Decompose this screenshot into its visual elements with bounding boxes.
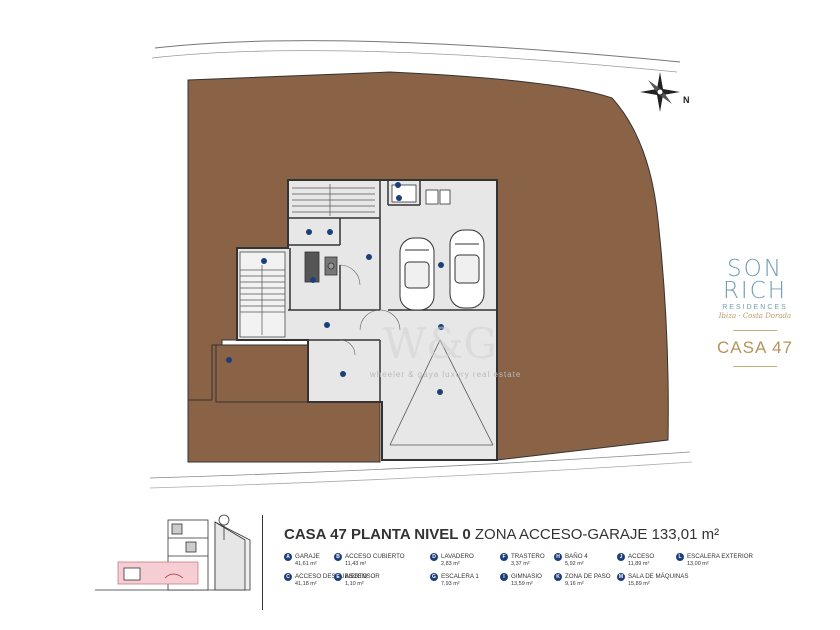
legend-marker: D xyxy=(430,553,438,561)
legend-room-area: 1,10 m² xyxy=(345,581,364,587)
legend-marker: J xyxy=(617,553,625,561)
legend-room-name: ACCESO CUBIERTO xyxy=(345,553,405,560)
legend-room-name: SALA DE MÁQUINAS xyxy=(628,573,689,580)
legend-marker: A xyxy=(284,553,292,561)
road-curve-top-inner xyxy=(151,50,678,73)
interior-walls xyxy=(288,180,497,460)
legend-room-name: GARAJE xyxy=(295,553,320,560)
legend-marker: H xyxy=(554,553,562,561)
room-marker-b xyxy=(438,324,444,330)
legend-room-area: 3,37 m² xyxy=(511,561,530,567)
plan-title-rest: ZONA ACCESO-GARAJE 133,01 m² xyxy=(470,526,720,543)
terrain-strip xyxy=(215,344,309,403)
car-left xyxy=(399,237,435,311)
room-marker-d xyxy=(396,195,402,201)
access-ramp xyxy=(389,339,494,446)
legend-room-area: 15,89 m² xyxy=(628,581,650,587)
legend-marker: K xyxy=(554,573,562,581)
legend-marker: I xyxy=(500,573,508,581)
legend-marker: G xyxy=(430,573,438,581)
brand-signature: Ibiza · Costa Dorada xyxy=(718,312,792,320)
road-curve-bottom xyxy=(149,451,691,479)
room-markers xyxy=(226,182,444,395)
watermark-initials: W&G xyxy=(383,319,497,368)
legend-room-area: 2,83 m² xyxy=(441,561,460,567)
legend-marker: E xyxy=(334,573,342,581)
legend-marker: L xyxy=(676,553,684,561)
compass-north-label: N xyxy=(683,95,690,105)
legend-room-name: ACCESO DESCUBIERTO xyxy=(295,573,368,580)
legend-room-area: 9,16 m² xyxy=(565,581,584,587)
room-marker-c xyxy=(438,262,444,268)
room-marker-k xyxy=(324,322,330,328)
legend-room-area: 11,89 m² xyxy=(628,561,650,567)
gym-equipment xyxy=(304,251,338,283)
legend-marker: C xyxy=(284,573,292,581)
plan-title: CASA 47 PLANTA NIVEL 0 ZONA ACCESO-GARAJ… xyxy=(284,526,719,543)
watermark-text: wheeler & gaya luxury real estate xyxy=(370,370,522,379)
section-divider xyxy=(262,515,263,610)
legend-room-name: ESCALERA EXTERIOR xyxy=(687,553,754,560)
brand-subtitle: RESIDENCES xyxy=(722,304,788,311)
legend-room-name: LAVADERO xyxy=(441,553,474,560)
room-marker-i xyxy=(310,277,316,283)
legend-room-name: ACCESO xyxy=(628,553,655,560)
room-marker-g xyxy=(261,258,267,264)
room-marker-a xyxy=(437,389,443,395)
room-marker-h xyxy=(327,229,333,235)
legend-room-area: 41,61 m² xyxy=(295,561,317,567)
compass-icon xyxy=(640,72,680,112)
legend-room-name: GIMNASIO xyxy=(511,573,542,580)
legend-room-name: ZONA DE PASO xyxy=(565,573,611,580)
brand-line1: SON xyxy=(727,256,783,282)
legend-room-area: 7,93 m² xyxy=(441,581,460,587)
legend-marker: M xyxy=(617,573,625,581)
stairs xyxy=(239,184,375,338)
legend-marker: B xyxy=(334,553,342,561)
section-thumbnail xyxy=(95,514,251,591)
legend-room-name: ESCALERA 1 xyxy=(441,573,479,580)
legend-room-area: 41,18 m² xyxy=(295,581,317,587)
house-divider-bottom xyxy=(733,366,777,367)
road-curve-bottom-2 xyxy=(149,461,693,489)
brand-logo: SON RICH RESIDENCES Ibiza · Costa Dorada xyxy=(705,256,805,321)
legend-room-name: ASCENSOR xyxy=(345,573,380,580)
legend-room-name: TRASTERO xyxy=(511,553,545,560)
legend-marker: F xyxy=(500,553,508,561)
brand-line2: RICH xyxy=(722,278,788,304)
room-marker-j xyxy=(366,254,372,260)
house-label: CASA 47 xyxy=(717,338,793,357)
legend-room-area: 13,59 m² xyxy=(511,581,533,587)
house-divider-top xyxy=(733,330,777,331)
legend-room-name: BAÑO 4 xyxy=(565,553,588,560)
room-marker-m xyxy=(340,371,346,377)
road-curve-top xyxy=(154,40,681,63)
legend-room-area: 11,43 m² xyxy=(345,561,367,567)
room-marker-e xyxy=(395,182,401,188)
car-right xyxy=(449,229,485,309)
plan-title-bold: CASA 47 PLANTA NIVEL 0 xyxy=(284,526,471,543)
legend-room-area: 5,92 m² xyxy=(565,561,584,567)
legend-room-area: 13,00 m² xyxy=(687,561,709,567)
door-swings xyxy=(339,264,401,356)
room-marker-l xyxy=(226,357,232,363)
room-marker-f xyxy=(306,229,312,235)
